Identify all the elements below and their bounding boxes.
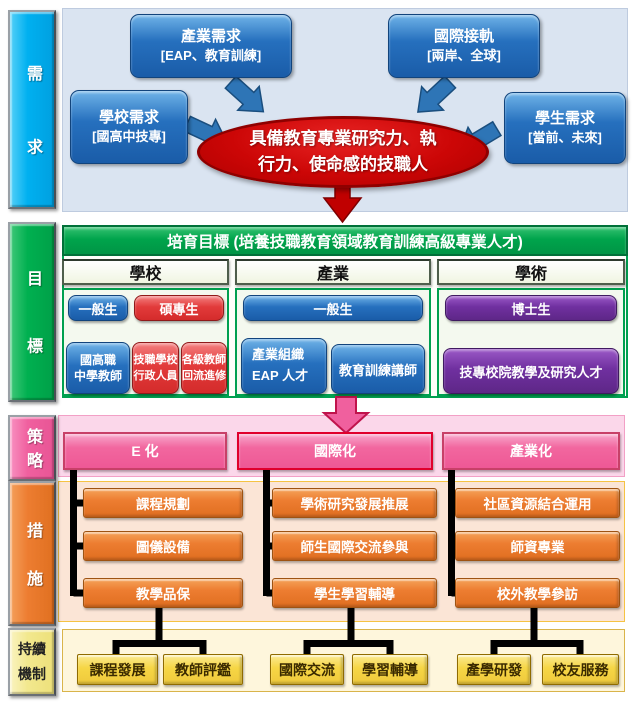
arrow-industry-to-core-icon	[224, 75, 265, 113]
goals-colhead-school: 學校	[62, 259, 229, 285]
section-label-needs-text: 需求	[24, 64, 41, 212]
need-box-global-subtitle: [兩岸、全球]	[427, 47, 501, 63]
goals-colhead-industry: 產業	[235, 259, 431, 285]
pill-industry-eap-line2: EAP 人才	[252, 368, 309, 383]
need-box-industry-title: 產業需求	[180, 28, 241, 46]
pill-school-refresher-line1: 各級教師	[182, 353, 226, 366]
mech-industry-1: 產學研發	[457, 654, 531, 685]
core-competency-ellipse: 具備教育專業研究力、執 行力、使命感的技職人	[197, 116, 489, 188]
pill-school-teacher-line2: 中學教師	[73, 369, 122, 383]
section-label-goals-text: 目標	[24, 270, 41, 405]
pill-school-teacher-line1: 國高職	[79, 352, 116, 367]
measure-intl-3: 學生學習輔導	[272, 578, 437, 608]
section-label-mechanism-text: 持續機制	[18, 640, 46, 682]
need-box-industry-subtitle: [EAP、教育訓練]	[160, 47, 262, 63]
pill-industry-trainer: 教育訓練講師	[331, 344, 425, 394]
measure-e-2: 圖儀設備	[83, 531, 243, 561]
need-box-school-subtitle: [國高中技專]	[92, 128, 166, 144]
section-label-strategy-text: 策略	[24, 428, 41, 476]
pill-academia-phd: 博士生	[445, 295, 617, 321]
need-box-school-title: 學校需求	[98, 109, 159, 127]
section-label-needs: 需求	[8, 10, 56, 212]
need-box-global: 國際接軌 [兩岸、全球]	[388, 14, 540, 78]
goals-header-bar: 培育目標 (培養技職教育領域教育訓練高級專業人才)	[62, 225, 628, 256]
need-box-student-subtitle: [當前、未來]	[528, 129, 602, 145]
mech-intl-2: 學習輔導	[352, 654, 428, 685]
measure-e-1: 課程規劃	[83, 488, 243, 518]
mech-industry-2: 校友服務	[542, 654, 619, 685]
strategy-bar-industry: 產業化	[442, 432, 620, 470]
strategy-bar-intl: 國際化	[237, 432, 433, 470]
arrow-core-to-goals-icon	[322, 181, 363, 224]
pill-industry-eap-line1: 產業組織	[252, 347, 305, 363]
connector-e-col	[70, 470, 207, 657]
pill-academia-researcher: 技專校院教學及研究人才	[443, 348, 619, 394]
pill-school-admin-line1: 技職學校	[133, 353, 178, 366]
measure-industry-1: 社區資源結合運用	[455, 488, 620, 518]
goals-colhead-academia: 學術	[437, 259, 625, 285]
measure-intl-1: 學術研究發展推展	[272, 488, 437, 518]
arrow-global-to-core-icon	[417, 75, 457, 113]
pill-school-refresher: 各級教師 回流進修	[181, 342, 227, 394]
section-label-goals: 目標	[8, 222, 56, 405]
need-box-school: 學校需求 [國高中技專]	[70, 90, 188, 164]
pill-industry-eap: 產業組織 EAP 人才	[241, 338, 327, 394]
strategy-bar-e: E 化	[63, 432, 227, 470]
measure-industry-3: 校外教學參訪	[455, 578, 620, 608]
pill-school-general: 一般生	[68, 295, 128, 321]
core-line2: 行力、使命感的技職人	[258, 155, 428, 174]
pill-school-admin-line2: 行政人員	[133, 370, 178, 382]
pill-school-teacher: 國高職 中學教師	[66, 342, 130, 394]
measure-intl-2: 師生國際交流參與	[272, 531, 437, 561]
measure-industry-2: 師資專業	[455, 531, 620, 561]
measure-e-3: 教學品保	[83, 578, 243, 608]
core-line1: 具備教育專業研究力、執	[249, 128, 437, 148]
arrow-goals-to-strategy-icon	[321, 396, 371, 435]
need-box-global-title: 國際接軌	[433, 28, 494, 46]
need-box-industry: 產業需求 [EAP、教育訓練]	[130, 14, 292, 78]
section-label-measures-text: 措施	[24, 521, 41, 618]
section-label-strategy: 策略	[8, 415, 56, 481]
need-box-student: 學生需求 [當前、未來]	[504, 92, 626, 164]
black-connectors	[70, 470, 584, 657]
pill-school-refresher-line2: 回流進修	[182, 370, 226, 382]
need-box-student-title: 學生需求	[534, 110, 595, 128]
pill-school-admin: 技職學校 行政人員	[132, 342, 179, 394]
mech-e-1: 課程發展	[77, 654, 158, 685]
pill-industry-general: 一般生	[243, 295, 423, 321]
pill-school-master: 碩專生	[134, 295, 224, 321]
section-label-measures: 措施	[8, 481, 56, 626]
mech-e-2: 教師評鑑	[163, 654, 243, 685]
mech-intl-1: 國際交流	[270, 654, 344, 685]
section-label-mechanism: 持續機制	[8, 628, 56, 696]
